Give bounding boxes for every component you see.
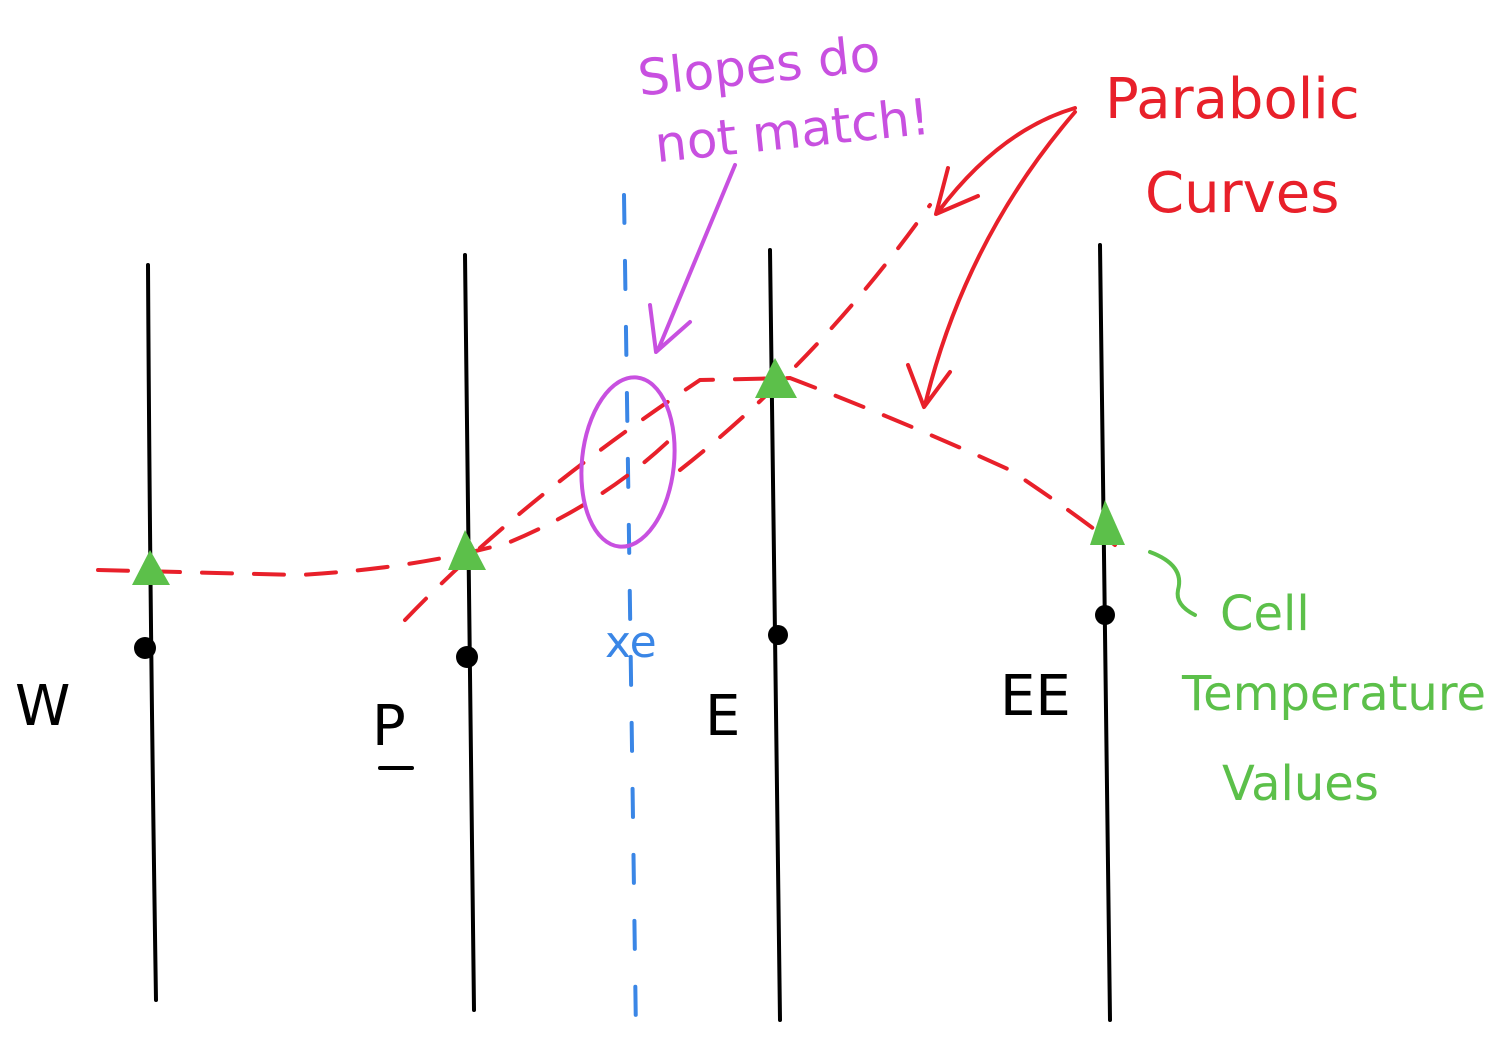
cell-line-3: Values (1222, 756, 1379, 812)
temp-marker-ee (1090, 500, 1125, 545)
parabolic-annotation: Parabolic Curves (1105, 67, 1360, 226)
grid-line-p (463, 253, 476, 1012)
cell-arrow (1148, 550, 1197, 617)
slopes-line-1: Slopes do (635, 24, 883, 107)
node-label-w: W (15, 674, 70, 739)
face-line-xe (622, 193, 638, 1037)
parabolic-line-2: Curves (1145, 161, 1339, 226)
parabolic-arrow-upper (934, 106, 1077, 216)
temp-marker-w (132, 550, 170, 585)
slopes-arrow (648, 163, 737, 354)
cell-annotation: Cell Temperature Values (1181, 586, 1486, 812)
parabolic-line-1: Parabolic (1105, 67, 1360, 132)
slopes-annotation: Slopes do not match! (635, 24, 933, 174)
node-dot-e (768, 625, 788, 645)
node-dot-ee (1095, 605, 1115, 625)
curve-p-e-ee (403, 375, 1117, 622)
cell-line-1: Cell (1220, 586, 1310, 642)
cell-line-2: Temperature (1181, 666, 1486, 722)
face-label-xe: xe (605, 617, 657, 668)
node-dot-p (456, 646, 478, 668)
annotation-arrows (648, 106, 1197, 617)
temp-marker-p (448, 530, 486, 570)
node-dot-w (134, 637, 156, 659)
curve-ext-upper (678, 203, 932, 472)
curve-w-p-e (96, 428, 682, 578)
grid-line-ee (1098, 243, 1112, 1022)
temp-marker-e (755, 358, 797, 398)
grid-line-w (146, 263, 158, 1002)
temperature-markers (132, 358, 1125, 585)
node-label-ee: EE (1000, 664, 1071, 729)
parabolic-curves (96, 203, 1117, 622)
node-label-e: E (705, 684, 740, 749)
node-label-p: P (372, 694, 406, 759)
slope-mismatch-ellipse (579, 375, 677, 549)
node-dots (134, 605, 1115, 668)
parabolic-arrow-lower (906, 110, 1077, 409)
node-labels: W P E EE (15, 664, 1071, 759)
